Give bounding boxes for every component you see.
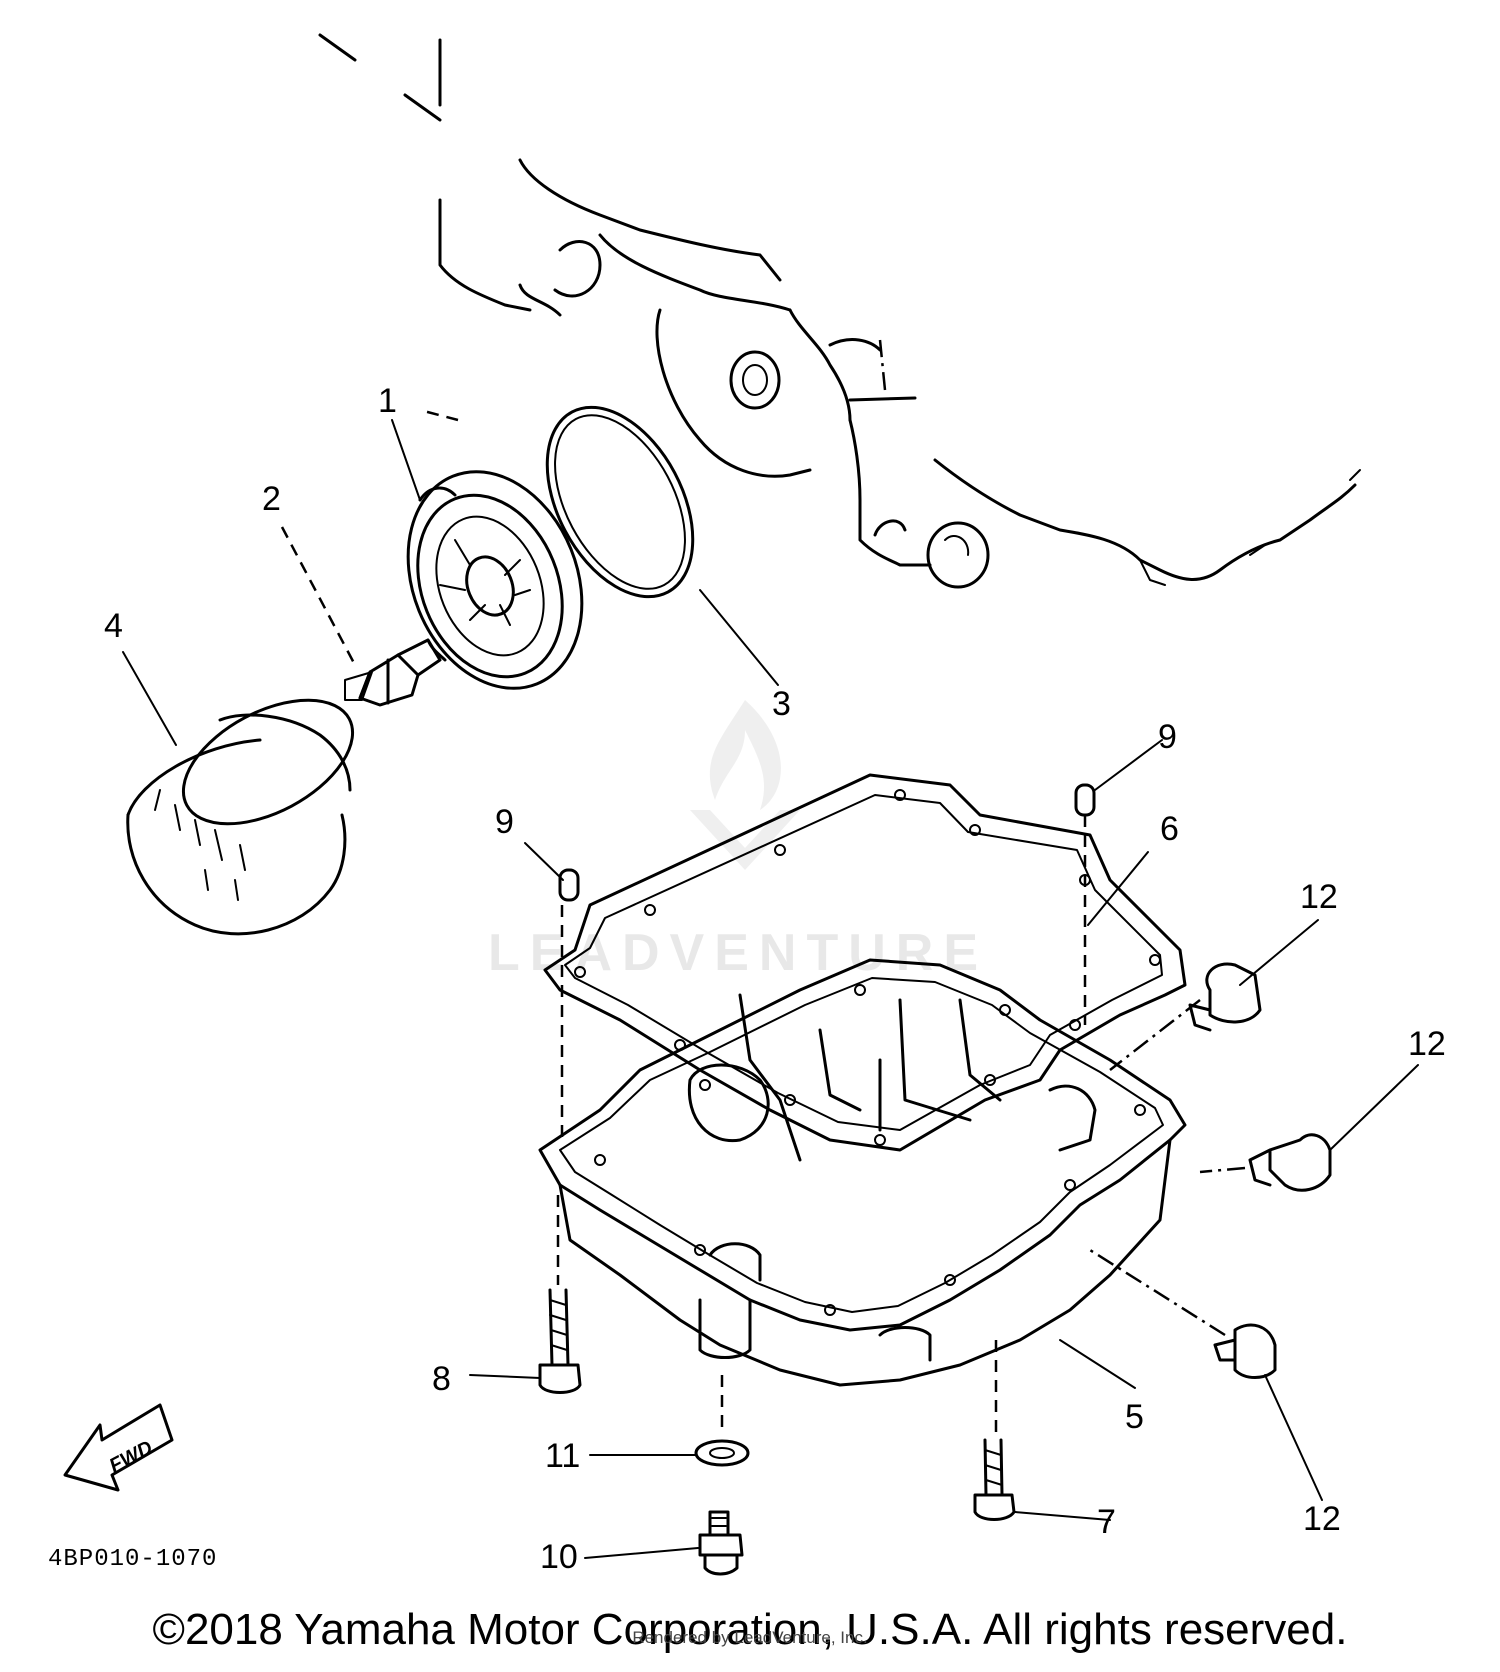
diagram-code: 4BP010-1070 [48,1546,217,1573]
forward-arrow: FWD [63,1403,174,1492]
callout-11: 11 [545,1437,580,1475]
callout-1: 1 [378,382,397,420]
fwd-label: FWD [106,1437,157,1478]
callout-3: 3 [772,685,791,723]
drain-gasket-washer [694,1439,750,1467]
union-bolt [344,638,447,707]
callout-6: 6 [1160,810,1179,848]
drain-bolt [698,1510,744,1576]
callout-9-right: 9 [1158,718,1177,756]
callout-12-top: 12 [1300,878,1338,916]
alignment-lines [419,339,1246,1435]
callout-5: 5 [1125,1398,1144,1436]
bolt-left [538,1288,582,1394]
hose-clamps [1188,962,1332,1379]
engine-crankcase [318,33,1361,589]
oil-pan-gasket [543,773,1187,1152]
leadventure-watermark: LEADVENTURE [488,700,978,982]
oil-filter-cartridge [126,698,355,936]
rendered-by-notice: Rendered by LeadVenture, Inc. [632,1628,868,1647]
copyright-notice: ©2018 Yamaha Motor Corporation, U.S.A. A… [152,1605,1348,1654]
o-ring [545,405,695,599]
callout-9-left: 9 [495,803,514,841]
callout-2: 2 [262,480,281,518]
bolt-right [973,1438,1016,1521]
callout-7: 7 [1097,1503,1116,1541]
oil-filter-housing [406,470,584,690]
callout-labels: 1 2 3 4 5 6 7 8 9 9 10 11 12 12 12 [104,382,1446,1576]
oil-pan [538,958,1187,1387]
callout-12-bottom: 12 [1303,1500,1341,1538]
callout-12-middle: 12 [1408,1025,1446,1063]
leader-lines [122,419,1419,1559]
callout-4: 4 [104,607,123,645]
callout-8: 8 [432,1360,451,1398]
callout-10: 10 [540,1538,578,1576]
